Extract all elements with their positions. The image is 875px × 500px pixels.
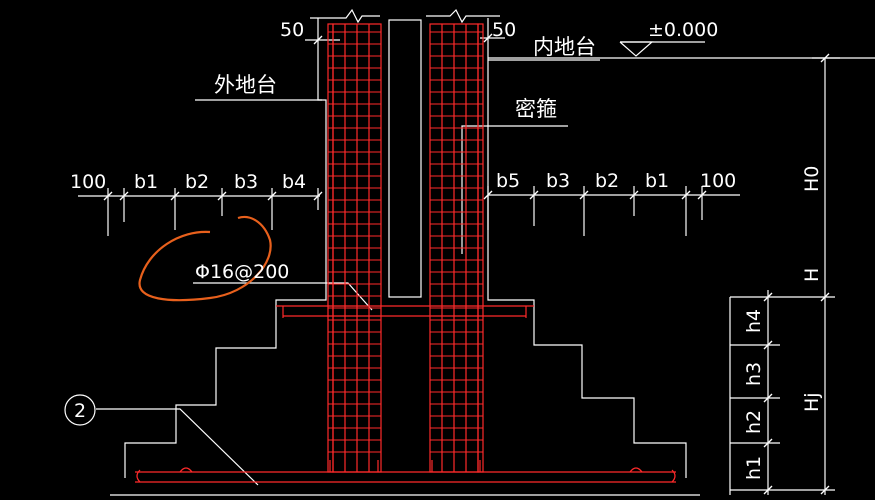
h2-label: h2: [743, 410, 765, 434]
rebar-spec-label: Φ16@200: [195, 261, 289, 283]
h4-label: h4: [743, 309, 765, 333]
left-dim-b3: b3: [234, 171, 258, 193]
left-dim-b2: b2: [185, 171, 209, 193]
right-dim-b5: b5: [496, 170, 520, 192]
right-dim-b1: b1: [645, 170, 669, 192]
rebar-spec-leader: [193, 282, 373, 311]
outer-ground-label: 外地台: [214, 73, 277, 97]
right-dim-b3: b3: [546, 170, 570, 192]
callout-circle: [64, 394, 96, 426]
callout-leader: [96, 408, 259, 486]
right-dim-100: 100: [700, 170, 736, 192]
left-dim-100: 100: [70, 171, 106, 193]
callout-number: 2: [74, 400, 86, 422]
elevation-label: ±0.000: [648, 19, 718, 41]
dim-50-right: 50: [492, 19, 516, 41]
left-dim-b4: b4: [282, 171, 306, 193]
tie-label: 密箍: [515, 97, 557, 121]
H-label: H: [801, 268, 823, 282]
H0-label: H0: [801, 166, 823, 192]
stirrups: [328, 31, 483, 453]
break-line-right: [426, 8, 500, 24]
Hj-label: Hj: [801, 392, 823, 412]
left-dim-b1: b1: [134, 171, 158, 193]
h1-label: h1: [743, 456, 765, 480]
left-column-outline: [124, 18, 327, 478]
tie-leader: [461, 125, 568, 254]
h3-label: h3: [743, 362, 765, 386]
inner-ground-label: 内地台: [533, 35, 596, 59]
dim-50-left: 50: [280, 19, 304, 41]
markup-circle: [138, 215, 272, 302]
right-dim-b2: b2: [595, 170, 619, 192]
break-line-left: [310, 8, 380, 24]
right-column-outline: [487, 18, 687, 478]
structure-outline: [64, 8, 875, 496]
dim-ticks: [103, 33, 830, 495]
center-void: [388, 19, 422, 298]
elevation-triangle: [619, 41, 654, 57]
